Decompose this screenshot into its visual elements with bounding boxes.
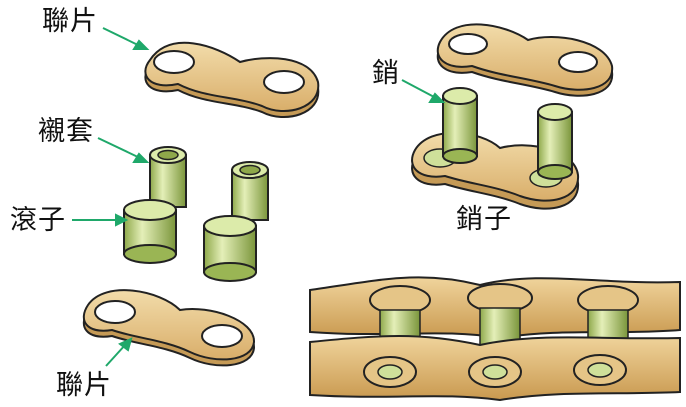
link-plate-pin-top xyxy=(438,24,612,95)
pin-left xyxy=(443,88,477,163)
leader-link-plate-top xyxy=(103,28,140,46)
bushing-roller-right xyxy=(204,162,268,281)
label-bushing: 襯套 xyxy=(38,118,94,145)
leader-pin xyxy=(402,80,436,98)
arrow-link-plate-top xyxy=(134,41,147,49)
label-link-plate-top: 聯片 xyxy=(42,8,98,35)
label-pin-link: 銷子 xyxy=(456,206,512,233)
assembled-chain xyxy=(310,277,680,400)
pin-link-assembly xyxy=(412,88,578,209)
leader-bushing xyxy=(98,138,140,158)
bushing-roller-left xyxy=(124,147,186,263)
label-link-plate-bottom: 聯片 xyxy=(56,372,112,399)
label-roller: 滾子 xyxy=(10,207,66,234)
label-pin: 銷 xyxy=(372,60,400,87)
pin-right xyxy=(538,104,572,179)
link-plate-bottom xyxy=(84,290,254,365)
link-plate-top xyxy=(145,43,318,117)
